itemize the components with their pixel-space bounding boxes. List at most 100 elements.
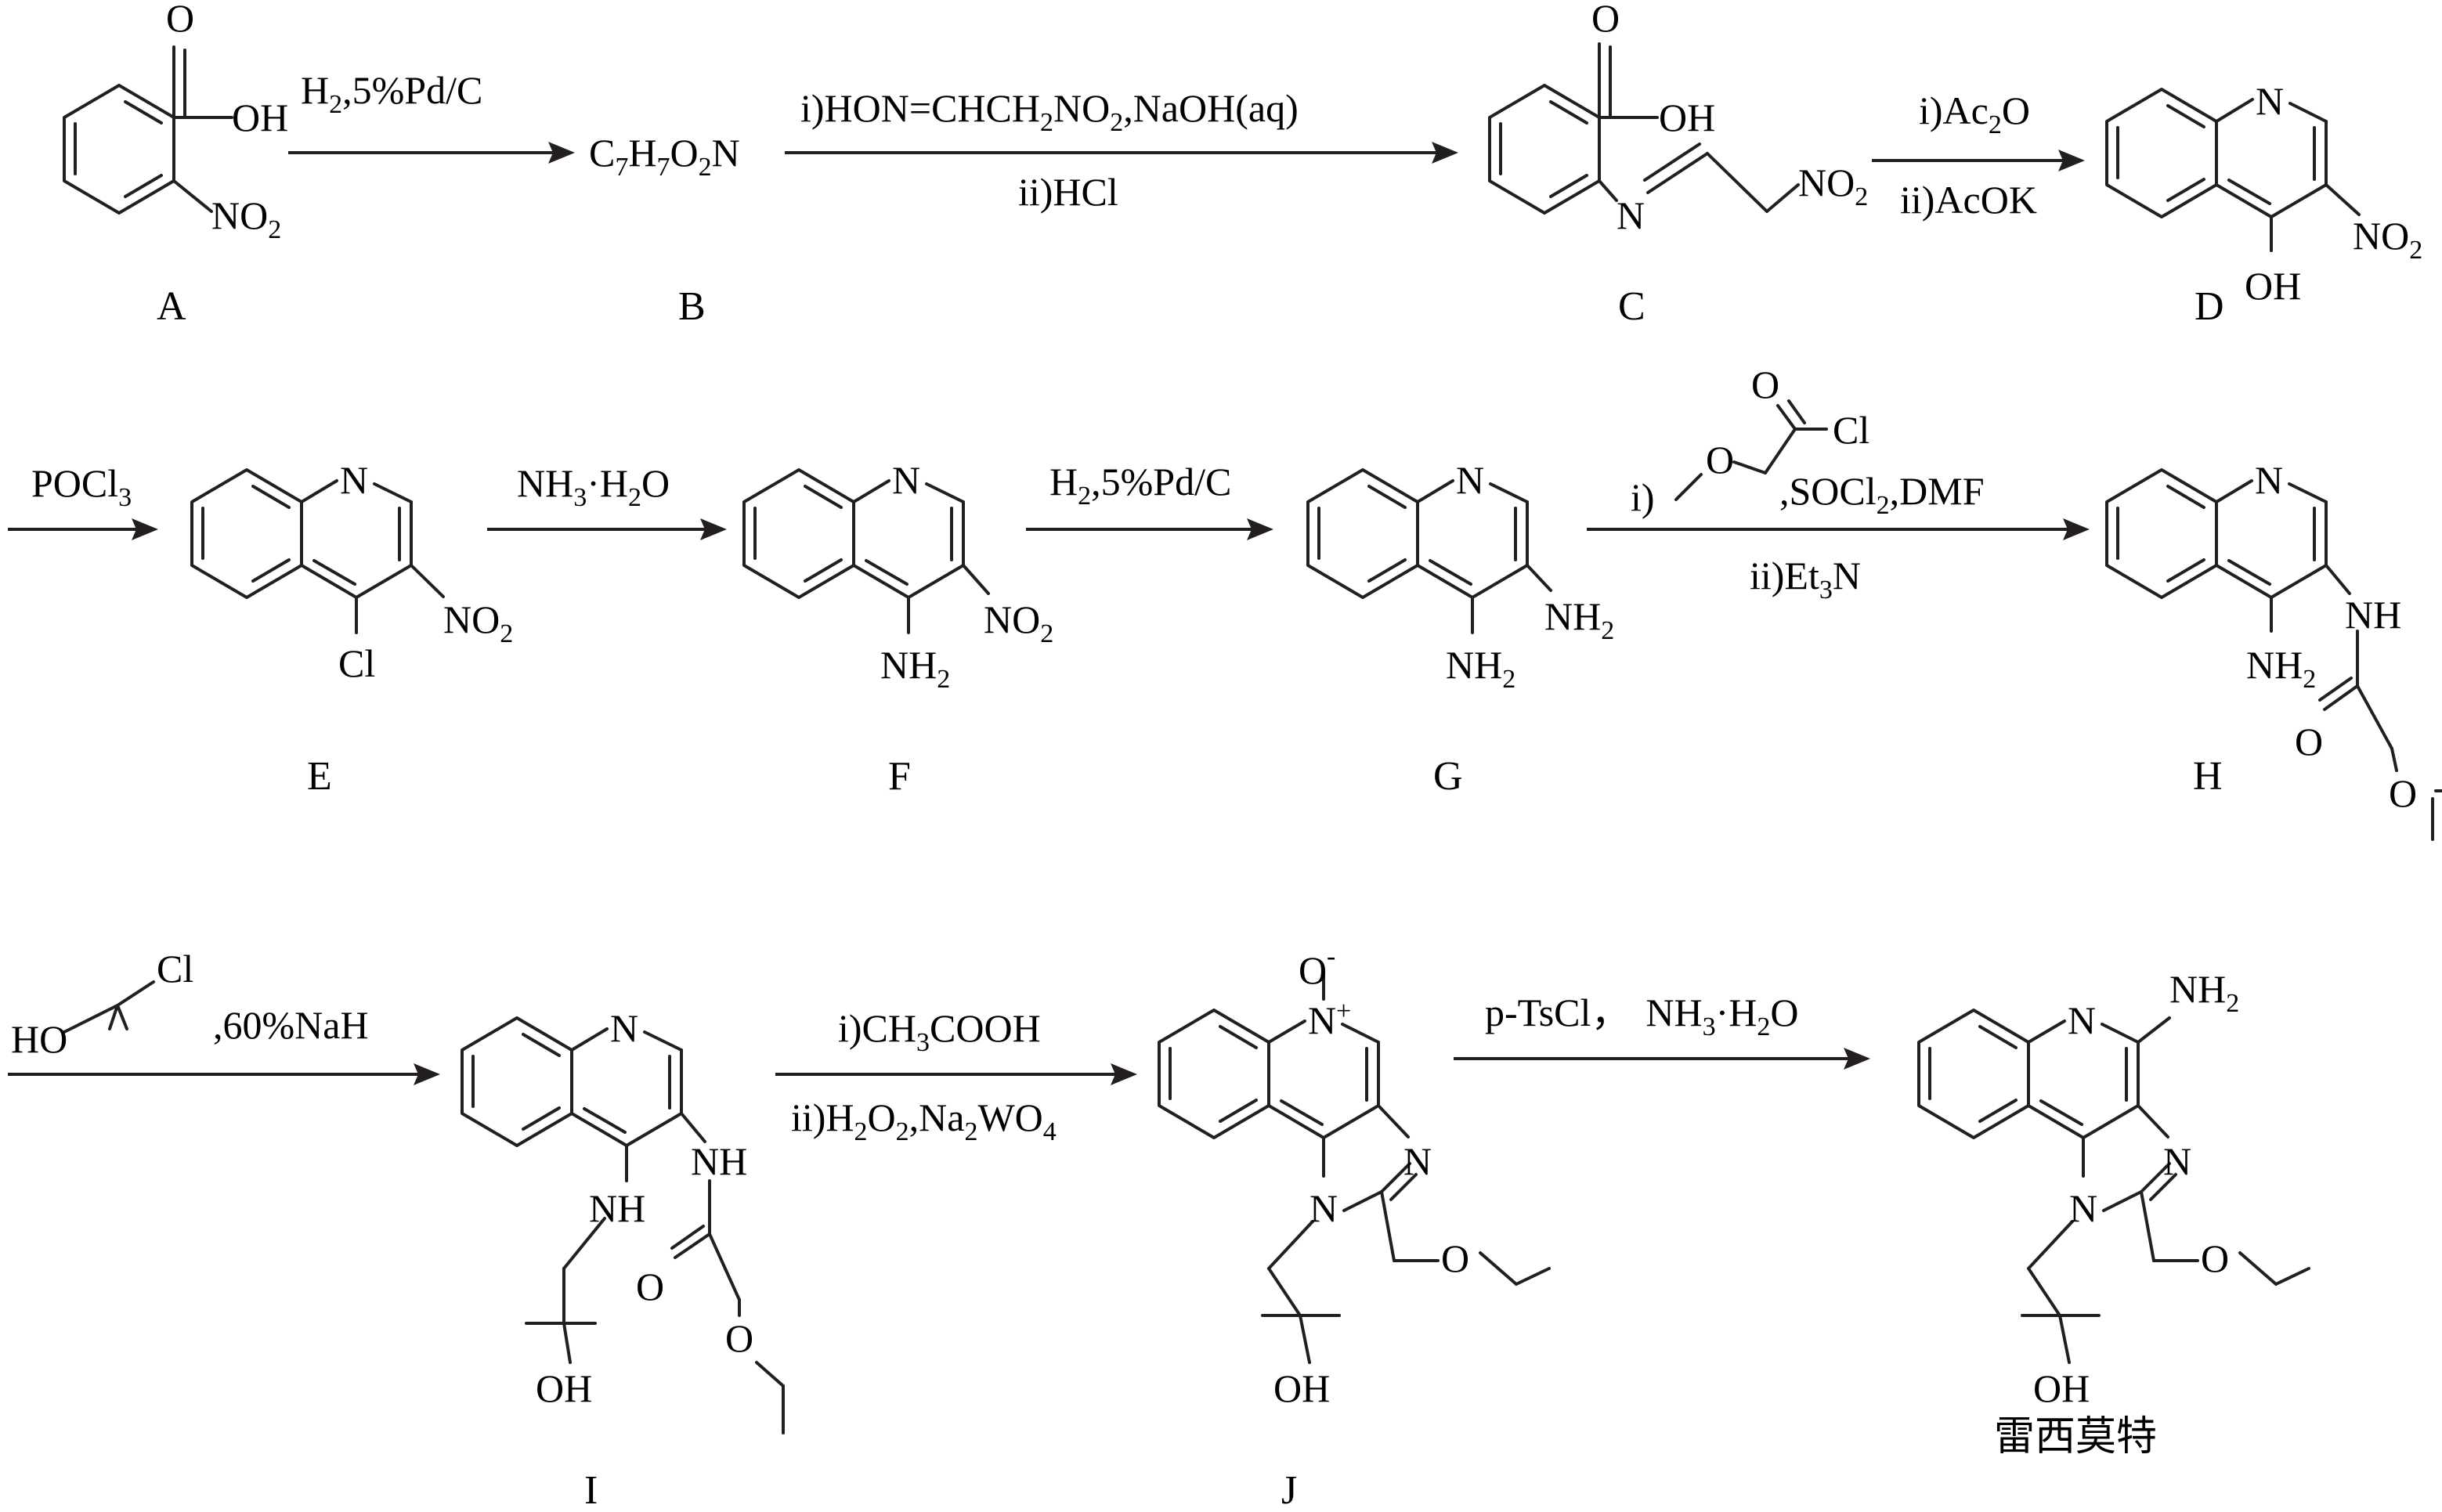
compound-e-label: E [307,754,332,799]
reagent-7-line2: ii)Et3N [1750,554,1861,604]
svg-text:NH2: NH2 [2246,643,2316,694]
compound-d: N OH NO2 D [2105,79,2422,329]
reaction-arrow-5: NH3·H2O [487,461,727,540]
compound-d-bonds [2105,88,2361,252]
compound-product-oh: OH [2033,1366,2090,1410]
compound-e-cl: Cl [338,641,375,685]
compound-h: N NH NH2 O O H [2105,458,2442,841]
compound-j-plus: + [1336,997,1351,1026]
reaction-arrow-7: i) O O Cl ,SOCl2,DMF ii)Et3N [1587,363,2090,604]
svg-text:i): i) [1631,475,1655,519]
compound-g-bonds [1306,468,1552,634]
compound-product: N NH2 N N O OH 雷西莫特 [1917,967,2310,1460]
compound-g-nh2-3: NH [1544,594,1601,638]
reagent-3-line2: ii)AcOK [1900,178,2037,222]
reagent-7-structure [1674,399,1828,501]
compound-g: N NH2 NH2 G [1306,458,1614,799]
compound-f-n: N [892,458,920,502]
compound-g-nh2-4: NH [1446,643,1502,687]
compound-a: O OH NO2 A [63,0,288,329]
reaction-arrow-6: H2,5%Pd/C [1026,460,1273,540]
reagent-2-line1: i)HON=CHCH2NO2,NaOH(aq) [800,86,1299,137]
compound-i-ether-o: O [725,1316,753,1360]
compound-i-amine-nh: NH [589,1186,645,1230]
svg-text:O: O [166,0,194,40]
svg-text:Cl: Cl [1833,408,1869,452]
compound-e-n: N [340,458,368,502]
compound-product-n5: N [2068,998,2096,1042]
compound-product-n1: N [2069,1186,2097,1230]
compound-i-amide-nh: NH [691,1139,747,1183]
compound-c-oh: OH [1659,96,1715,139]
reaction-arrow-8: HO Cl ,60%NaH [8,947,440,1085]
compound-j-oxide-o: O [1299,948,1327,992]
compound-h-n: N [2255,458,2283,502]
compound-h-ether-o: O [2389,771,2417,815]
compound-i-label: I [584,1468,598,1512]
reaction-arrow-9: i)CH3COOH ii)H2O2,Na2WO4 [775,1006,1137,1146]
reagent-4: POCl3 [31,461,132,512]
reaction-arrow-2: i)HON=CHCH2NO2,NaOH(aq) ii)HCl [785,86,1458,214]
compound-e: N Cl NO2 E [190,458,513,799]
svg-text:O: O [1591,0,1620,40]
compound-j-bonds [1158,969,1551,1364]
compound-h-carbonyl-o: O [2295,720,2323,763]
svg-text:O: O [1706,438,1734,482]
reagent-5: NH3·H2O [517,461,670,512]
compound-c-label: C [1618,284,1645,329]
svg-text:NO2: NO2 [1798,161,1868,211]
compound-g-n: N [1456,458,1484,502]
compound-g-label: G [1433,754,1463,799]
reagent-9-line2: ii)H2O2,Na2WO4 [791,1095,1057,1146]
compound-c-bonds [1488,42,1800,215]
compound-a-oh: OH [232,96,288,139]
reagent-1: H2,5%Pd/C [301,68,482,119]
svg-text:NH2: NH2 [1446,643,1515,694]
compound-product-ether-o: O [2201,1236,2229,1280]
compound-h-nh: NH [2345,593,2401,637]
compound-i-n: N [610,1006,638,1050]
reagent-8: ,60%NaH [213,1003,369,1047]
reagent-7-line1: ,SOCl2,DMF [1779,469,1985,520]
reaction-arrow-3: i)Ac2O ii)AcOK [1872,88,2085,222]
svg-text:HO: HO [11,1017,67,1061]
reagent-2-line2: ii)HCl [1018,170,1118,214]
reagent-8-structure [63,980,155,1034]
reaction-arrow-1: H2,5%Pd/C [288,68,575,164]
compound-a-no2: NO [211,193,268,237]
compound-i-carbonyl-o: O [636,1265,664,1308]
compound-d-label: D [2195,284,2224,329]
compound-j-ether-o: O [1441,1236,1469,1280]
compound-product-imine-n: N [2163,1139,2191,1183]
reagent-9-line1: i)CH3COOH [838,1006,1041,1057]
svg-text:NO2: NO2 [443,597,513,648]
compound-j: O - N + N N O OH J [1158,942,1551,1512]
compound-c-no2: NO [1798,161,1855,204]
compound-h-nh2: NH [2246,643,2303,687]
reaction-arrow-10: p-TsCl，NH3·H2O [1454,991,1870,1070]
compound-f-no2: NO [984,597,1040,641]
compound-d-oh: OH [2245,264,2301,308]
compound-b-formula: C7H7O2N [589,131,740,182]
compound-j-imine-n: N [1403,1139,1432,1183]
compound-j-minus: - [1327,942,1335,971]
compound-h-bonds [2105,468,2442,841]
compound-f-nh2: NH [880,643,937,687]
compound-e-bonds [190,468,445,634]
compound-h-label: H [2193,754,2223,799]
compound-product-bonds [1917,1009,2310,1364]
svg-text:NH2: NH2 [2169,967,2239,1018]
compound-product-nh2: NH [2169,967,2226,1011]
compound-i-oh: OH [536,1366,592,1410]
compound-e-no2: NO [443,597,500,641]
compound-j-n1: N [1310,1186,1338,1230]
compound-i: N NH NH OH O O I [461,1006,785,1512]
svg-text:NO2: NO2 [984,597,1053,648]
reagent-3-line1: i)Ac2O [1919,88,2030,139]
compound-j-n-oxide: N [1308,998,1336,1042]
compound-a-label: A [157,284,186,329]
compound-c-n: N [1617,193,1645,237]
compound-j-label: J [1281,1468,1297,1512]
svg-text:NO2: NO2 [211,193,281,244]
